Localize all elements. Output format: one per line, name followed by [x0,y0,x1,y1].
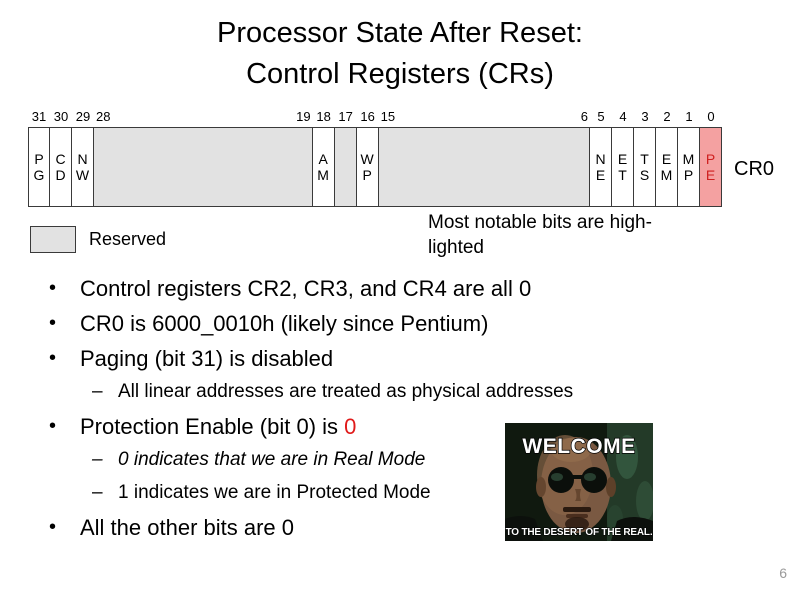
bit-number-5: 5 [597,109,605,124]
cr0-register-diagram: 31 P G 30 C D 29 N W 28 19 18 A M [28,109,723,207]
bit-cell-pe-highlighted: P E [700,127,723,207]
register-bit-0-pe: 0 P E [700,109,723,207]
register-reserved-17: 17 [334,109,357,207]
register-bit-3-ts: 3 T S [634,109,657,207]
bit-number-2: 2 [663,109,671,124]
bit-number-4: 4 [619,109,627,124]
sub-bullet-linear-addresses: – All linear addresses are treated as ph… [42,380,682,404]
bit-number-15: 15 [380,109,396,124]
bit-cell-nw: N W [72,127,94,207]
bit-number-16: 16 [360,109,375,124]
meme-top-caption: WELCOME [522,435,635,458]
bit-cell-wp: W P [356,127,379,207]
sub-bullet-protected-mode: – 1 indicates we are in Protected Mode [42,481,682,505]
bit-number-3: 3 [641,109,649,124]
reserved-legend-label: Reserved [89,229,167,249]
bullet-text-red-zero: 0 [344,414,357,439]
bit-number-28: 28 [96,109,111,124]
sub-bullet-real-mode: – 0 indicates that we are in Real Mode [42,448,682,472]
bullet-marker: • [49,347,57,369]
register-bit-5-ne: 5 N E [590,109,613,207]
bit-number-30: 30 [53,109,69,124]
register-bit-31-pg: 31 P G [28,109,50,207]
bullet-text: All linear addresses are treated as phys… [118,381,574,402]
bit-number-29: 29 [75,109,91,124]
bit-number-17: 17 [338,109,353,124]
bit-cell-em: E M [656,127,679,207]
reserved-cell-28-19 [94,127,313,207]
bit-cell-am: A M [312,127,335,207]
register-bit-1-mp: 1 M P [678,109,701,207]
morpheus-meme-drawing: WELCOME TO THE DESERT OF THE REAL. [505,423,653,541]
bit-number-0: 0 [707,109,715,124]
bit-cell-et: E T [612,127,635,207]
dash-marker: – [92,449,103,470]
reserved-cell-17 [334,127,357,207]
bit-number-6: 6 [580,109,589,124]
register-bit-4-et: 4 E T [612,109,635,207]
bullet-marker: • [49,277,57,299]
bullet-text: All the other bits are 0 [80,515,295,540]
register-bit-30-cd: 30 C D [50,109,72,207]
bit-cell-cd: C D [50,127,72,207]
bit-number-range-28-19: 28 19 [94,109,313,127]
morpheus-meme-image: WELCOME TO THE DESERT OF THE REAL. [505,423,653,541]
bit-number-range-15-6: 15 6 [379,109,590,127]
bit-number-19: 19 [296,109,311,124]
bit-cell-ne: N E [590,127,613,207]
register-bit-2-em: 2 E M [656,109,679,207]
bit-number-1: 1 [685,109,693,124]
register-bit-18-am: 18 A M [312,109,335,207]
reserved-legend: Reserved [30,226,166,253]
bullet-text: Protection Enable (bit 0) is [80,414,345,439]
bullet-list: • Control registers CR2, CR3, and CR4 ar… [42,275,682,549]
highlight-note: Most notable bits are high- lighted [428,212,652,258]
reserved-cell-15-6 [378,127,591,207]
bit-cell-ts: T S [634,127,657,207]
bullet-text: 0 indicates that we are in Real Mode [118,449,426,470]
bullet-item-paging-disabled: • Paging (bit 31) is disabled [42,345,682,373]
slide-title-line1: Processor State After Reset: [217,17,583,49]
bullet-text: 1 indicates we are in Protected Mode [118,482,431,503]
bit-number-31: 31 [31,109,47,124]
register-bit-29-nw: 29 N W [72,109,94,207]
register-row: 31 P G 30 C D 29 N W 28 19 18 A M [28,109,723,207]
bullet-item-protection-enable: • Protection Enable (bit 0) is 0 [42,413,682,441]
bit-cell-pg: P G [28,127,50,207]
bullet-marker: • [49,415,57,437]
register-bit-16-wp: 16 W P [356,109,379,207]
page-number: 6 [779,565,787,581]
bullet-text: Control registers CR2, CR3, and CR4 are … [80,276,532,301]
register-name-label: CR0 [734,158,775,180]
bullet-text: CR0 is 6000_0010h (likely since Pentium) [80,311,489,336]
bit-number-18: 18 [316,109,331,124]
slide-title: Processor State After Reset: Control Reg… [0,13,800,95]
dash-marker: – [92,482,103,503]
bit-cell-mp: M P [678,127,701,207]
slide-title-line2: Control Registers (CRs) [246,58,554,90]
reserved-color-swatch [30,226,76,253]
meme-bottom-caption: TO THE DESERT OF THE REAL. [506,527,653,538]
bullet-item-other-bits: • All the other bits are 0 [42,514,682,542]
bullet-text: Paging (bit 31) is disabled [80,346,334,371]
bullet-marker: • [49,312,57,334]
bullet-item-cr0-value: • CR0 is 6000_0010h (likely since Pentiu… [42,310,682,338]
bullet-marker: • [49,516,57,538]
dash-marker: – [92,381,103,402]
register-reserved-28-19: 28 19 [94,109,313,207]
bullet-item-cr2-cr3-cr4: • Control registers CR2, CR3, and CR4 ar… [42,275,682,303]
register-reserved-15-6: 15 6 [378,109,591,207]
